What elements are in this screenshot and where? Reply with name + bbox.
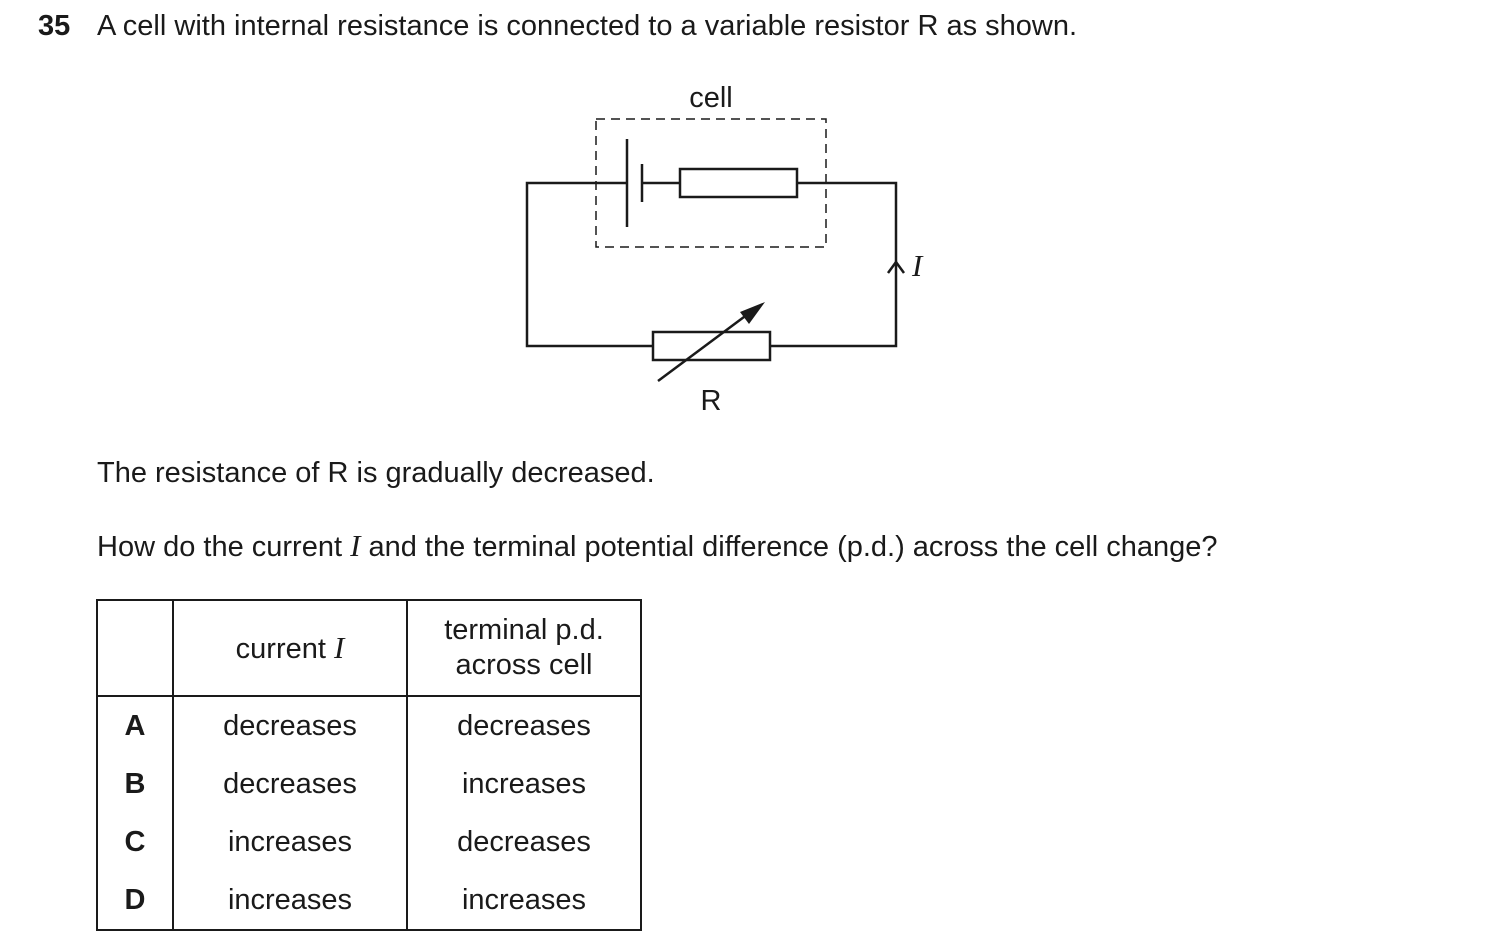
resistor-label: R [701,385,722,417]
option-letter: A [96,696,174,755]
table-header-row: current I terminal p.d.across cell [96,599,642,697]
variable-arrow-head [740,302,765,324]
option-pd: increases [406,755,642,813]
current-label: I [911,248,924,283]
internal-resistor [678,167,799,199]
option-current: increases [172,813,408,871]
option-letter: C [96,813,174,871]
option-row-b[interactable]: B decreases increases [96,755,642,813]
circuit-diagram: cell R I [525,82,924,417]
header-terminal-pd: terminal p.d.across cell [406,599,642,697]
wire-right [770,181,898,348]
paragraph-question: How do the current I and the terminal po… [97,528,1218,565]
cell-label: cell [689,82,733,114]
option-pd: decreases [406,813,642,871]
header-current: current I [172,599,408,697]
option-pd: increases [406,871,642,931]
header-current-var: I [334,629,345,665]
option-current: decreases [172,696,408,755]
variable-resistor [651,330,772,362]
current-arrow-icon [886,259,906,274]
option-row-d[interactable]: D increases increases [96,871,642,931]
answer-table: current I terminal p.d.across cell A dec… [96,599,642,931]
wire-left [525,181,653,348]
option-row-c[interactable]: C increases decreases [96,813,642,871]
paragraph-question-end: and the terminal potential difference (p… [360,531,1218,563]
option-letter: B [96,755,174,813]
variable-arrow-shaft [657,309,753,383]
paragraph-question-start: How do the current [97,531,351,563]
option-current: decreases [172,755,408,813]
option-current: increases [172,871,408,931]
cell-enclosure [595,118,827,248]
paragraph-current-var: I [350,528,361,563]
paragraph-resistance: The resistance of R is gradually decreas… [97,457,655,489]
option-pd: decreases [406,696,642,755]
option-letter: D [96,871,174,931]
question-text: A cell with internal resistance is conne… [97,10,1078,42]
header-empty [96,599,174,697]
question-number: 35 [38,10,71,42]
option-row-a[interactable]: A decreases decreases [96,696,642,755]
